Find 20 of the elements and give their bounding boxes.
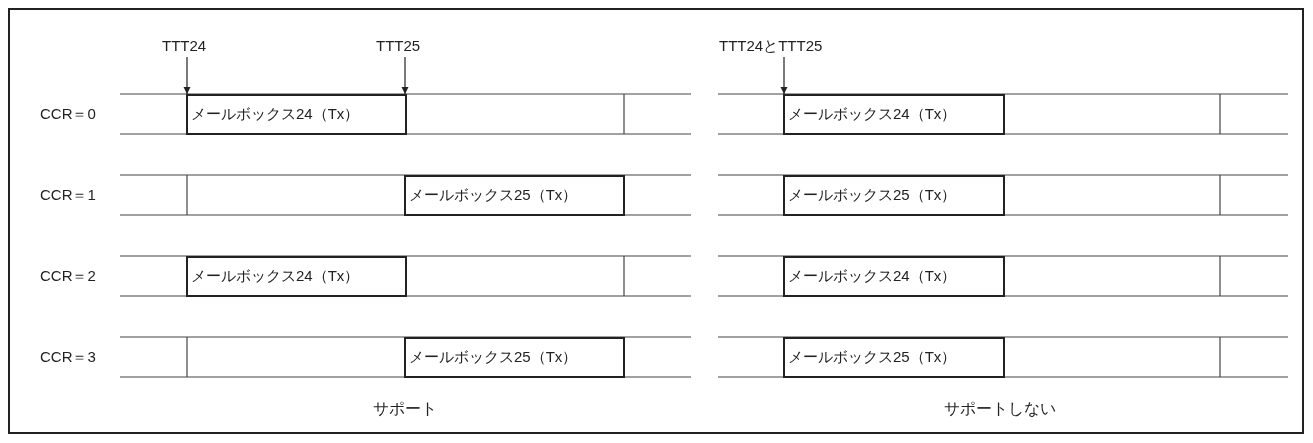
timing-label: TTT24 (162, 37, 207, 55)
mailbox-slot: メールボックス24（Tx） (783, 94, 1005, 135)
mailbox-slot: メールボックス24（Tx） (186, 256, 407, 297)
arrow (183, 56, 191, 95)
mailbox-slot: メールボックス25（Tx） (404, 175, 625, 216)
row-label: CCR＝1 (40, 186, 96, 204)
row-label: CCR＝0 (40, 105, 96, 123)
timing-label: TTT25 (376, 37, 421, 55)
panel-caption: サポートしない (944, 400, 1056, 418)
mailbox-slot: メールボックス25（Tx） (783, 337, 1005, 378)
mailbox-slot: メールボックス24（Tx） (186, 94, 407, 135)
row-label: CCR＝3 (40, 348, 96, 366)
mailbox-slot: メールボックス25（Tx） (783, 175, 1005, 216)
mailbox-slot: メールボックス25（Tx） (404, 337, 625, 378)
panel-caption: サポート (373, 400, 437, 418)
row-label: CCR＝2 (40, 267, 96, 285)
arrow (780, 56, 788, 95)
arrow (401, 56, 409, 95)
timing-label: TTT24とTTT25 (719, 37, 823, 55)
mailbox-slot: メールボックス24（Tx） (783, 256, 1005, 297)
